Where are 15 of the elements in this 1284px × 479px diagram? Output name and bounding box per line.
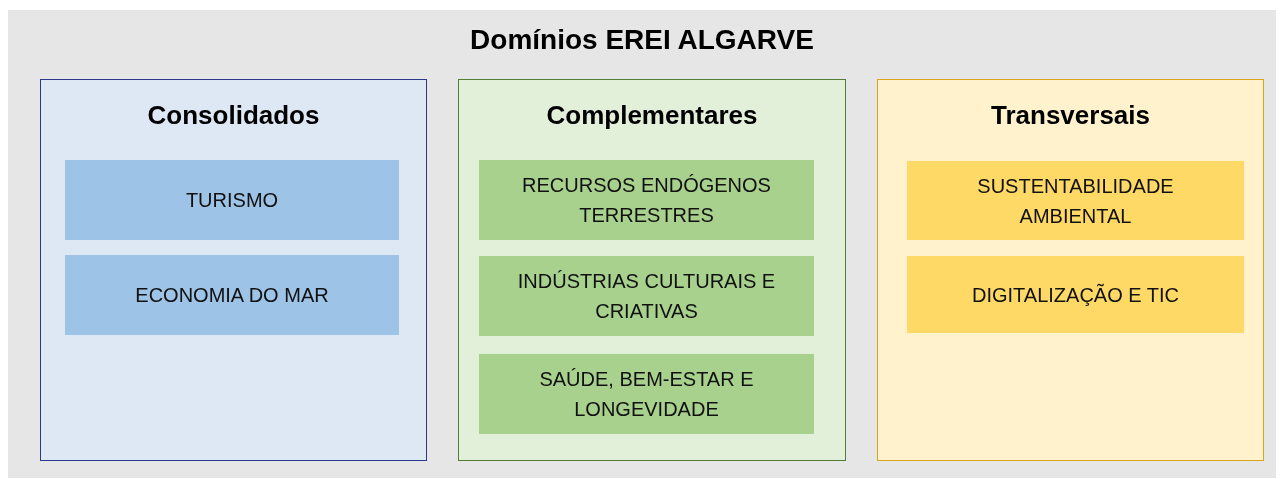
category-panel: [458, 79, 846, 461]
domain-box: ECONOMIA DO MAR: [65, 255, 399, 335]
category-panel: [877, 79, 1264, 461]
diagram-background: [8, 10, 1276, 478]
domain-box: INDÚSTRIAS CULTURAIS E CRIATIVAS: [479, 256, 814, 336]
panel-heading: Transversais: [991, 100, 1150, 130]
panel-heading: Domínios EREI ALGARVE: [470, 24, 814, 55]
domain-box: RECURSOS ENDÓGENOS TERRESTRES: [479, 160, 814, 240]
domain-box: DIGITALIZAÇÃO E TIC: [907, 256, 1244, 333]
domain-box: SAÚDE, BEM-ESTAR E LONGEVIDADE: [479, 354, 814, 434]
category-panel: [40, 79, 427, 461]
domain-box: TURISMO: [65, 160, 399, 240]
panel-heading: Complementares: [546, 100, 758, 130]
domain-box: SUSTENTABILIDADE AMBIENTAL: [907, 161, 1244, 240]
panel-heading: Consolidados: [147, 100, 320, 130]
